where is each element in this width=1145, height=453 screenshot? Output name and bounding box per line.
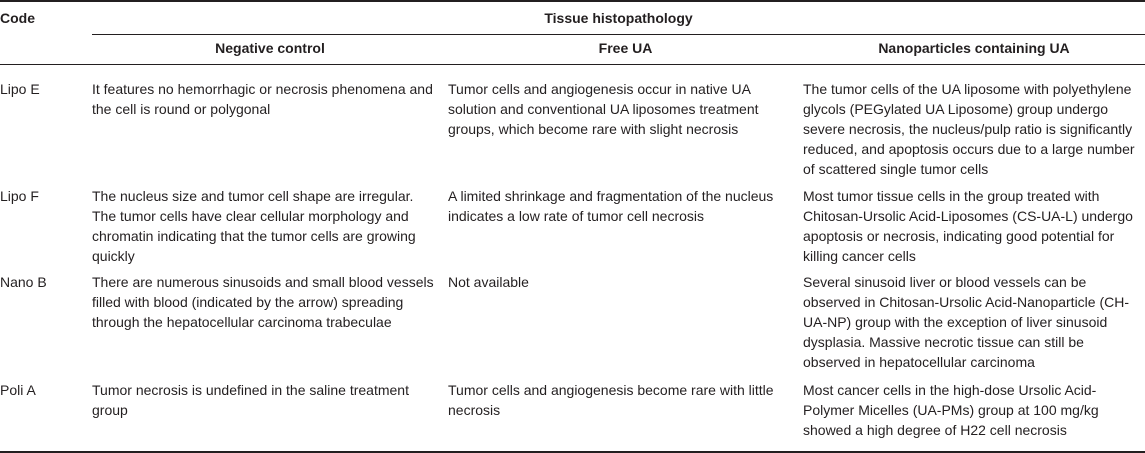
table-row-negative: Tumor necrosis is undefined in the salin… [92,382,409,418]
table-row-nano: Most cancer cells in the high-dose Ursol… [803,382,1099,438]
table-row-nano: The tumor cells of the UA liposome with … [803,81,1135,177]
table-row-code: Lipo F [0,188,39,204]
table-row-free: Tumor cells and angiogenesis occur in na… [448,81,759,137]
header-bottom-rule [0,64,1145,65]
table-row-free: A limited shrinkage and fragmentation of… [448,188,774,224]
header-span-rule [92,34,1145,35]
header-code: Code [0,10,35,26]
table-top-rule [0,0,1145,2]
table-row-nano: Most tumor tissue cells in the group tre… [803,188,1133,264]
table-row-free: Not available [448,274,529,290]
table-row-free: Tumor cells and angiogenesis become rare… [448,382,774,418]
header-negative-control: Negative control [215,40,325,56]
table-row-code: Poli A [0,382,36,398]
table-row-code: Nano B [0,274,47,290]
table-bottom-rule [0,451,1145,453]
header-tissue-histopathology: Tissue histopathology [544,10,693,26]
table-row-negative: It features no hemorrhagic or necrosis p… [92,81,433,117]
header-free-ua: Free UA [598,40,653,56]
table-row-negative: There are numerous sinusoids and small b… [92,274,434,330]
table-row-code: Lipo E [0,81,40,97]
header-nanoparticles: Nanoparticles containing UA [878,40,1070,56]
table-row-nano: Several sinusoid liver or blood vessels … [803,274,1130,370]
table-row-negative: The nucleus size and tumor cell shape ar… [92,188,416,264]
